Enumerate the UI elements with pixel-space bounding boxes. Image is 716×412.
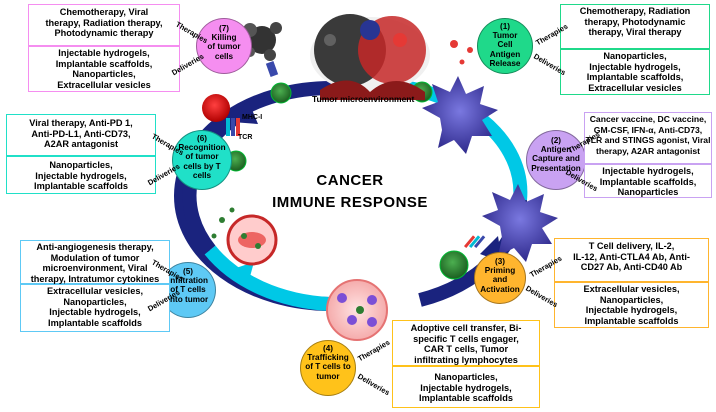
step-2-label: Antigen Capture and Presentation [531,145,581,173]
step-2-therapies-text: Cancer vaccine, DC vaccine, GM-CSF, IFN-… [585,114,711,156]
dendritic-cell-upper [422,76,498,154]
step-4-number: (4) [322,344,333,353]
step-5-therapies-box [20,240,170,284]
step-3-deliveries-text: Extracellular vesicles, Nanoparticles, I… [583,284,680,326]
diagram-title-line1: CANCER [316,172,384,189]
step-4-therapies-text: Adoptive cell transfer, Bi- specific T c… [410,323,522,365]
step-7-circle [196,18,252,74]
step-2-deliveries-box [584,164,712,198]
step-3-number: (3) [494,257,505,266]
step-1-deliveries-box [560,49,710,95]
step-3-therapies-box [554,238,709,282]
step-7-deliveries-box [28,46,180,92]
step-7-label: Killing of tumor cells [207,33,241,61]
cycle-ring-cyan-bottom [204,245,331,311]
step-2-circle [526,130,586,190]
step-5-label: Infiltration of T cells into tumor [167,276,209,304]
step-7-therapies-box [28,4,180,46]
step-4-circle [300,340,356,396]
ring-node-3 [439,250,469,280]
step-6-therapies-text: Viral therapy, Anti-PD 1, Anti-PD-L1, An… [29,118,133,149]
step-7-deliveries-text: Injectable hydrogels, Implantable scaffo… [55,48,153,90]
step-6-deliveries-box [6,156,156,194]
step-1-therapies-box [560,4,710,49]
step-5-number: (5) [182,267,193,276]
mhc-label: MHC-I [242,114,263,121]
step-6-label: Recognition of tumor cells by T cells [178,143,226,181]
step-6-circle [172,130,232,190]
tumor-microenvironment-illustration [310,14,473,100]
ring-node-1 [270,82,292,104]
step-6-deliveries-text: Nanoparticles, Injectable hydrogels, Imp… [34,160,128,191]
step-6-therapies-box [6,114,156,156]
step-3-label: Priming and Activation [480,266,520,294]
step-2-number: (2) [550,136,561,145]
step-1-circle [477,18,533,74]
step-1-label: Tumor Cell Antigen Release [489,31,521,69]
step-7-therapies-text: Chemotherapy, Viral therapy, Radiation t… [45,7,163,38]
step-4-therapies-box [392,320,540,366]
step-4-label: Trafficking of T cells to tumor [305,353,351,381]
blood-vessel-with-t-cells [326,279,388,341]
step-5-therapies-text: Anti-angiogenesis therapy, Modulation of… [30,242,160,284]
step-2-deliveries-text: Injectable hydrogels, Implantable scaffo… [599,166,697,197]
step-5-deliveries-text: Extracellular vesicles, Nanoparticles, I… [46,286,144,328]
step-4-deliveries-text: Nanoparticles, Injectable hydrogels, Imp… [419,372,513,403]
step-7-number: (7) [218,24,229,33]
step-1-number: (1) [499,22,510,31]
step-4-deliveries-box [392,366,540,408]
tumor-microenvironment-label: Tumor microenvironment [312,94,415,104]
diagram-title-line2: IMMUNE RESPONSE [272,194,428,211]
step-6-number: (6) [196,134,207,143]
recognition-illustration [202,94,240,136]
tcr-label: TCR [238,134,253,141]
step-3-deliveries-box [554,282,709,328]
dendritic-cell-lower [463,184,558,262]
cycle-arrow-4 [230,262,254,284]
step-5-deliveries-box [20,284,170,332]
infiltration-vessel [211,207,278,266]
step-2-therapies-box [584,112,712,164]
step-1-deliveries-text: Nanoparticles, Injectable hydrogels, Imp… [586,51,684,93]
step-3-therapies-text: T Cell delivery, IL-2, IL-12, Anti-CTLA4… [573,241,690,272]
step-3-circle [474,252,526,304]
step-1-therapies-text: Chemotherapy, Radiation therapy, Photody… [579,6,691,37]
